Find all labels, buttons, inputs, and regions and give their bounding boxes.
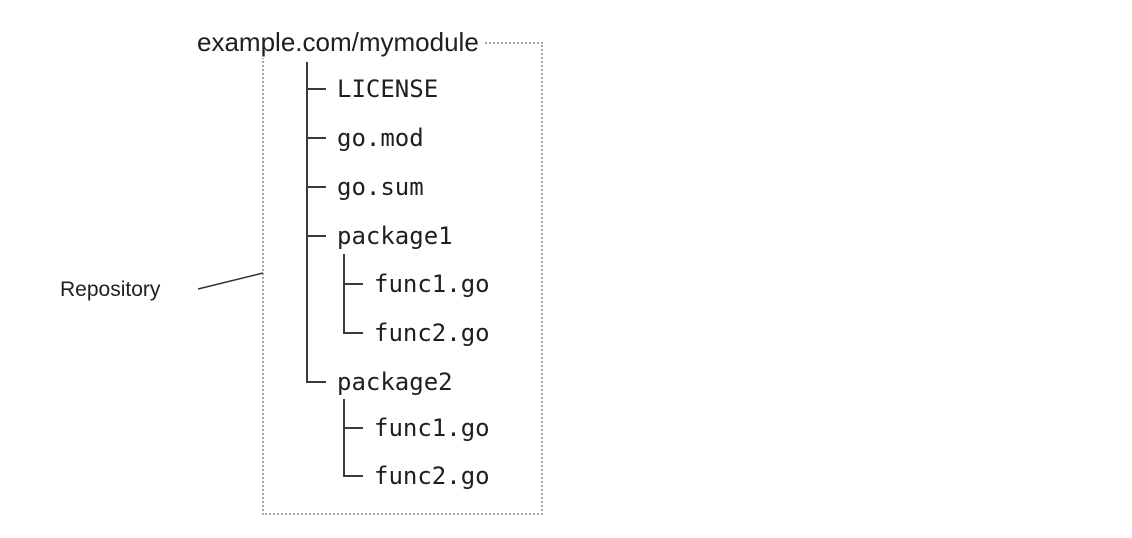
tree-node-package2-func1: func1.go [374,414,490,442]
tree-branch-connector [306,235,326,237]
repository-label: Repository [60,278,161,301]
tree-branch-connector [306,88,326,90]
tree-branch-connector [306,137,326,139]
tree-node-package2: package2 [337,368,453,396]
tree-node-package1-func1: func1.go [374,270,490,298]
tree-node-package1-func2: func2.go [374,319,490,347]
tree-node-go-sum: go.sum [337,173,424,201]
tree-trunk-line [306,62,308,383]
tree-branch-connector [343,427,363,429]
tree-branch-connector [306,186,326,188]
tree-node-license: LICENSE [337,75,439,103]
tree-branch-connector [343,475,363,477]
tree-node-go-mod: go.mod [337,124,424,152]
tree-node-package2-func2: func2.go [374,462,490,490]
tree-branch-connector [306,381,326,383]
leader-line [197,272,264,290]
tree-branch-connector [343,283,363,285]
tree-branch-connector [343,332,363,334]
tree-subtrunk-line-package2 [343,399,345,477]
module-path-title: example.com/mymodule [191,26,485,58]
tree-node-package1: package1 [337,222,453,250]
tree-subtrunk-line-package1 [343,254,345,334]
